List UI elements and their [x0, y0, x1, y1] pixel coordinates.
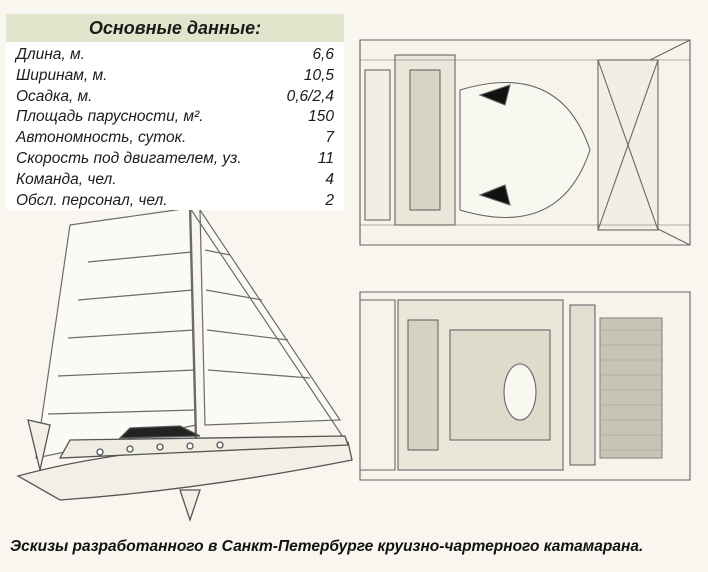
- spec-row: Команда, чел. 4: [6, 170, 344, 191]
- spec-label: Обсл. персонал, чел.: [16, 191, 168, 209]
- spec-label: Ширинам, м.: [16, 66, 108, 84]
- spec-rows: Длина, м. 6,6 Ширинам, м. 10,5 Осадка, м…: [6, 42, 344, 211]
- spec-row: Обсл. персонал, чел. 2: [6, 191, 344, 212]
- figure-caption: Эскизы разработанного в Санкт-Петербурге…: [10, 538, 644, 555]
- spec-label: Скорость под двигателем, уз.: [16, 149, 242, 167]
- side-view-hull: [16, 419, 353, 523]
- spec-row: Ширинам, м. 10,5: [6, 66, 344, 87]
- deck-plan-interior: [359, 291, 691, 481]
- specs-table: Основные данные: Длина, м. 6,6 Ширинам, …: [6, 14, 344, 210]
- spec-label: Автономность, суток.: [16, 129, 187, 147]
- side-view-sail-plan: [35, 204, 346, 459]
- deck-plan-top: [359, 39, 691, 246]
- spec-value: 6,6: [312, 46, 334, 63]
- spec-label: Длина, м.: [16, 46, 85, 63]
- spec-value: 0,6/2,4: [286, 87, 334, 105]
- spec-row: Площадь парусности, м². 150: [6, 107, 344, 128]
- spec-row: Осадка, м. 0,6/2,4: [6, 87, 344, 108]
- spec-row: Длина, м. 6,6: [6, 45, 344, 66]
- spec-value: 10,5: [303, 66, 334, 84]
- spec-row: Скорость под двигателем, уз. 11: [6, 149, 344, 170]
- spec-value: 4: [325, 170, 334, 188]
- spec-label: Осадка, м.: [16, 87, 93, 105]
- spec-value: 150: [308, 108, 334, 126]
- spec-value: 11: [317, 149, 334, 167]
- spec-label: Команда, чел.: [16, 170, 117, 188]
- spec-value: 2: [325, 191, 334, 209]
- spec-label: Площадь парусности, м².: [16, 108, 204, 126]
- specs-title: Основные данные:: [6, 14, 344, 42]
- spec-row: Автономность, суток. 7: [6, 128, 344, 149]
- spec-value: 7: [325, 129, 334, 147]
